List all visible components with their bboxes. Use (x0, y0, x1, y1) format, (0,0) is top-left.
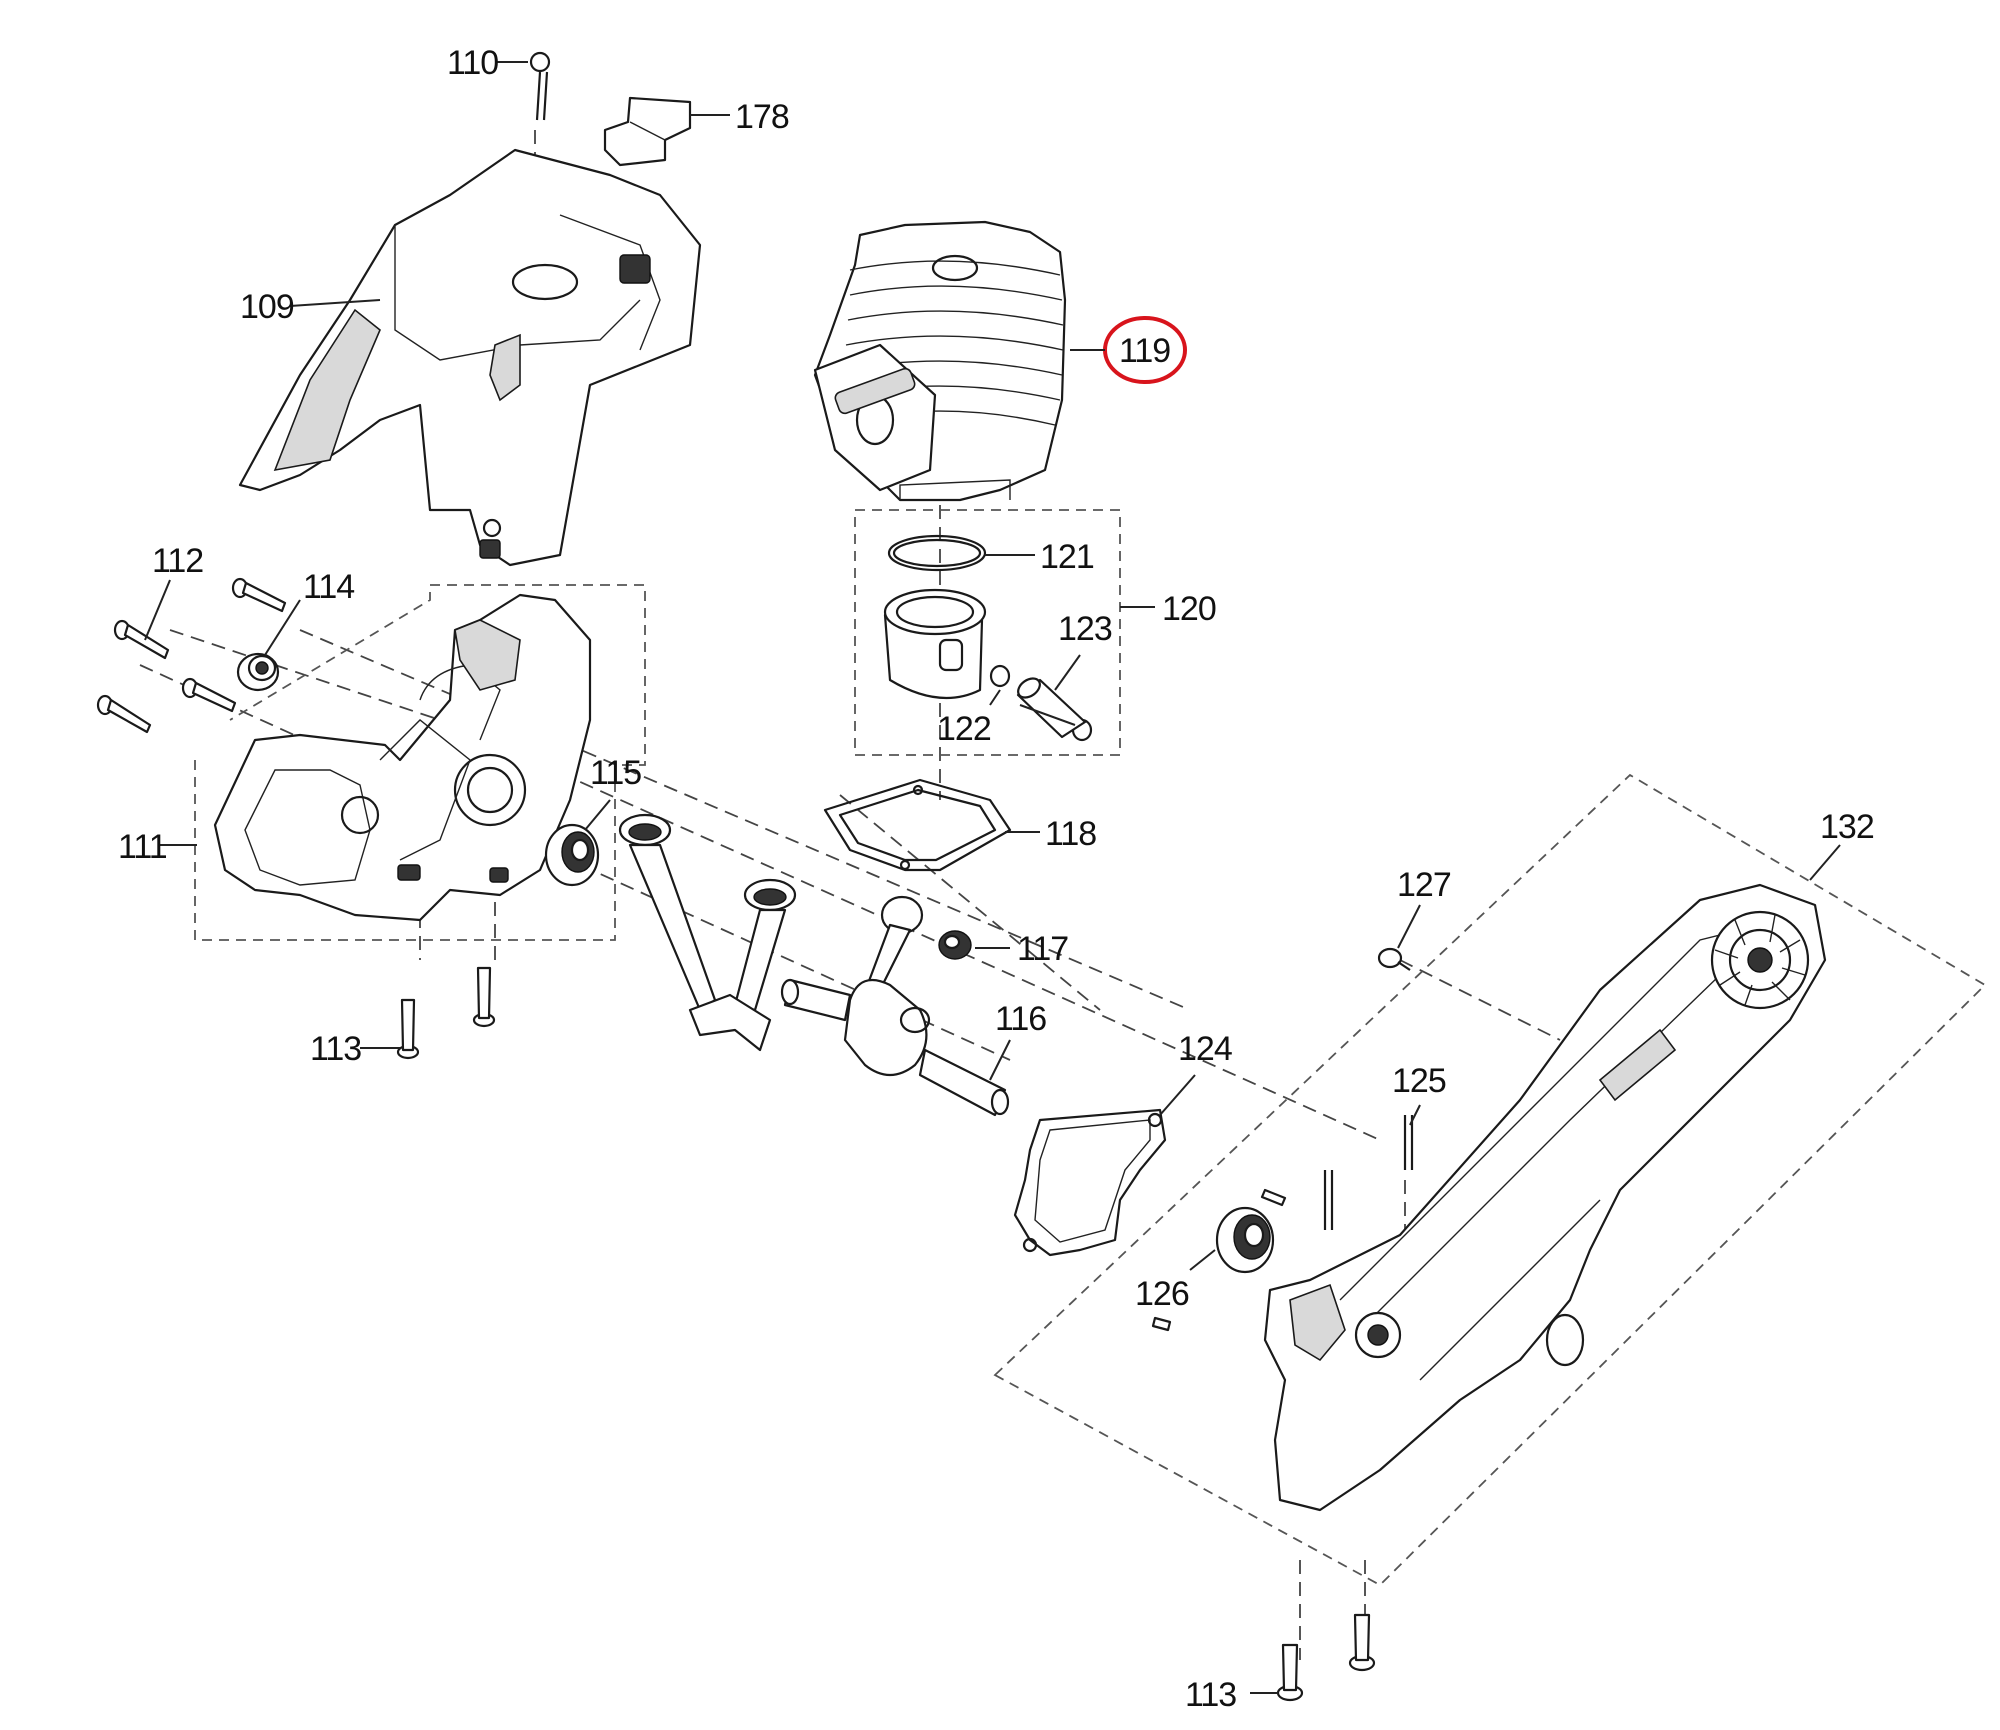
callout-123: 123 (1058, 610, 1112, 648)
callout-132: 132 (1820, 808, 1874, 846)
piston-ring-121 (887, 534, 987, 572)
callout-127: 127 (1397, 866, 1451, 904)
callout-109: 109 (240, 288, 294, 326)
callout-178: 178 (735, 98, 789, 136)
intake-manifold (618, 813, 797, 1052)
callout-115: 115 (590, 754, 641, 792)
callout-124: 124 (1178, 1030, 1232, 1068)
callout-126: 126 (1135, 1275, 1189, 1313)
callout-113a: 113 (310, 1030, 361, 1068)
callout-117: 117 (1017, 930, 1068, 968)
callout-110: 110 (447, 44, 498, 82)
gasket-118 (823, 778, 1012, 872)
screw-112 (96, 577, 287, 734)
callout-122: 122 (937, 710, 991, 748)
callout-labels: 110 178 109 119 121 120 123 122 112 114 … (118, 44, 1875, 1714)
ball-bearing-115 (544, 823, 600, 887)
screw-127 (1377, 947, 1411, 971)
cover-plate-124 (1013, 1108, 1167, 1257)
callout-113b: 113 (1185, 1676, 1236, 1714)
callout-116: 116 (995, 1000, 1046, 1038)
piston-pin-123 (1016, 677, 1087, 739)
cutting-arm-132 (1263, 883, 1827, 1512)
bracket-178 (603, 96, 692, 167)
callout-125: 125 (1392, 1062, 1446, 1100)
callout-119: 119 (1119, 332, 1170, 370)
screw-110 (529, 51, 551, 121)
callout-114: 114 (303, 568, 354, 606)
crankshaft-116 (780, 895, 1010, 1117)
callout-121: 121 (1040, 538, 1094, 576)
screw-113a (396, 966, 496, 1060)
callout-111: 111 (118, 828, 167, 866)
piston (883, 588, 987, 700)
callout-120: 120 (1162, 590, 1216, 628)
ball-bearing-126 (1151, 1206, 1275, 1332)
kit-box-132 (993, 773, 1987, 1587)
callout-118: 118 (1045, 815, 1096, 853)
needle-bearing-117 (938, 930, 972, 960)
kit-box-111 (194, 584, 646, 941)
pin-125 (1260, 1115, 1414, 1230)
cylinder-119 (813, 220, 1067, 502)
oil-seal-114 (236, 652, 280, 692)
callout-112: 112 (152, 542, 203, 580)
crankcase-111 (213, 593, 592, 922)
screw-113b (1276, 1613, 1376, 1702)
leader-lines (144, 61, 1841, 1694)
top-cover-109 (238, 148, 702, 567)
